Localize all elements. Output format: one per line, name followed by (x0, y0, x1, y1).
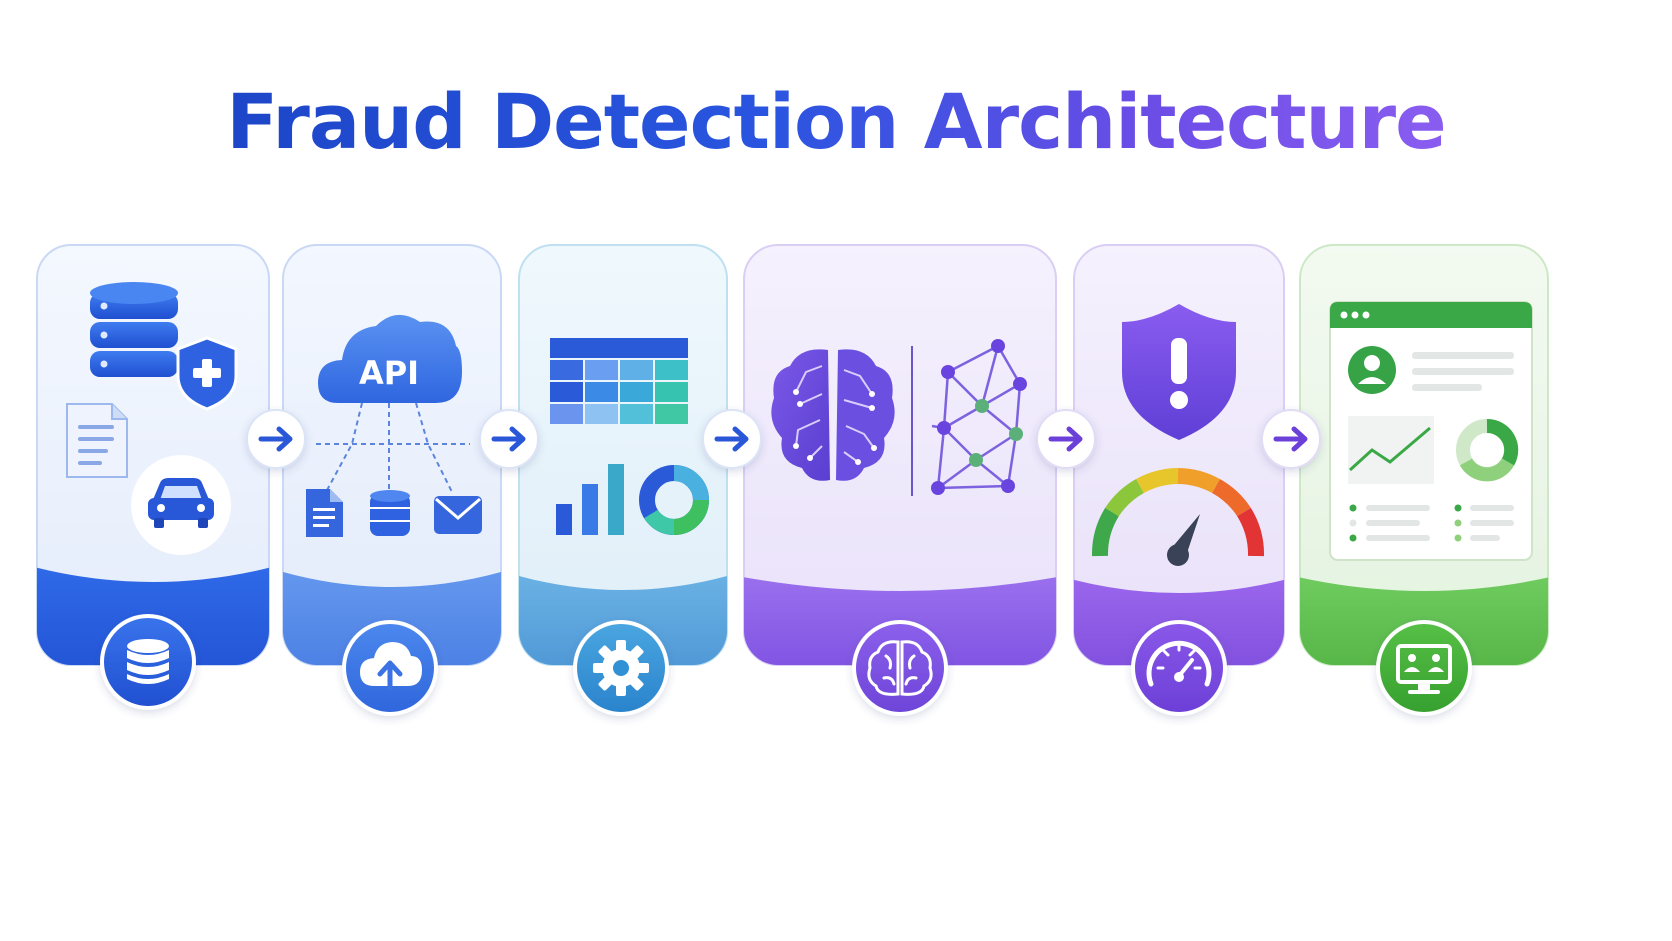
database-small-icon (370, 490, 410, 536)
stage-card-data-sources (36, 244, 270, 710)
line-chart-icon (1348, 416, 1434, 484)
file-icon (306, 489, 343, 537)
gauge-icon (1131, 620, 1227, 716)
email-icon (434, 496, 482, 534)
gear-icon (573, 620, 669, 716)
stage-card-ingestion-api: API (282, 244, 502, 716)
stage-card-ml-models (743, 244, 1057, 716)
circuit-brain-icon (771, 349, 895, 481)
flow-arrow (1261, 409, 1321, 469)
flow-arrow (479, 409, 539, 469)
stage-card-monitoring-dashboard (1299, 244, 1549, 716)
dashboard-donut-icon (1456, 418, 1519, 482)
neural-network-icon (931, 339, 1027, 495)
page-title: Fraud Detection Architecture (226, 77, 1446, 166)
bar-chart-icon (556, 464, 624, 535)
flow-arrow (1036, 409, 1096, 469)
monitor-icon (1376, 620, 1472, 716)
database-stack-icon (90, 282, 178, 377)
brain-icon (852, 620, 948, 716)
api-cloud-icon: API (318, 314, 462, 403)
stage-card-risk-scoring (1073, 244, 1285, 716)
stage-card-feature-engineering (518, 244, 728, 716)
flow-arrow (246, 409, 306, 469)
car-icon (131, 455, 231, 555)
connector-lines (316, 402, 470, 493)
risk-gauge-icon (1092, 468, 1264, 566)
alert-shield-icon (1122, 304, 1236, 440)
document-icon (66, 403, 128, 478)
table-grid-icon (550, 338, 688, 424)
cloud-upload-icon (342, 620, 438, 716)
dashboard-window-icon (1329, 301, 1533, 561)
flow-arrow (702, 409, 762, 469)
shield-plus-icon (176, 336, 238, 411)
donut-chart-icon (639, 465, 709, 535)
database-icon (100, 614, 196, 710)
api-label: API (359, 354, 419, 392)
